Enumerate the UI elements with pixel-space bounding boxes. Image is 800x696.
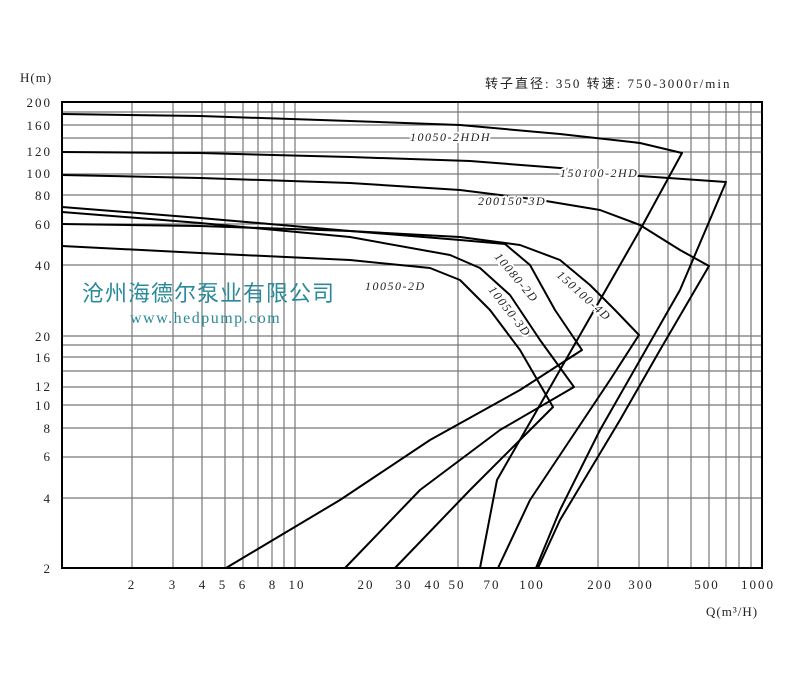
x-tick-label: 1000: [741, 577, 775, 592]
spec-text: 转子直径: 350 转速: 750-3000r/min: [485, 76, 731, 91]
curve-label: 150100-2HD: [560, 166, 638, 180]
x-tick-label: 4: [199, 577, 208, 592]
x-tick-label: 100: [519, 577, 545, 592]
watermark-url: www.hedpump.com: [130, 310, 281, 327]
x-tick-label: 40: [425, 577, 442, 592]
x-tick-label: 20: [358, 577, 375, 592]
x-tick-label: 30: [396, 577, 413, 592]
curve-10050-2d: [61, 245, 554, 569]
y-tick-label: 160: [27, 118, 53, 133]
x-tick-label: 5: [219, 577, 228, 592]
curve-label: 200150-3D: [478, 194, 546, 208]
x-tick-label: 300: [628, 577, 654, 592]
y-tick-label: 2: [44, 561, 53, 576]
y-tick-label: 80: [35, 188, 52, 203]
watermark-company: 沧州海德尔泵业有限公司: [82, 282, 335, 307]
pump-curves: [61, 113, 727, 569]
curve-150100-4d: [61, 223, 640, 569]
y-tick-label: 40: [35, 258, 52, 273]
x-axis-title: Q(m³/H): [706, 604, 758, 619]
curve-150100-2hd: [61, 151, 727, 569]
x-tick-label: 500: [694, 577, 720, 592]
y-axis-title: H(m): [20, 70, 52, 85]
curve-10050-3d: [61, 211, 575, 569]
x-tick-label: 70: [484, 577, 501, 592]
x-tick-label: 10: [289, 577, 306, 592]
y-tick-label: 4: [44, 491, 53, 506]
watermark: 沧州海德尔泵业有限公司 www.hedpump.com: [82, 282, 335, 327]
y-tick-label: 6: [44, 449, 53, 464]
curve-label: 10050-2HDH: [410, 130, 491, 144]
y-tick-label: 12: [35, 379, 52, 394]
y-tick-label: 100: [27, 166, 53, 181]
y-tick-label: 120: [27, 144, 53, 159]
horizontal-gridlines: [62, 111, 762, 499]
x-tick-label: 2: [128, 577, 137, 592]
plot-frame: [61, 101, 763, 569]
y-tick-label: 8: [44, 421, 53, 436]
x-tick-label: 6: [239, 577, 248, 592]
curve-10080-2d: [61, 206, 583, 569]
y-tick-label: 60: [35, 217, 52, 232]
curve-label: 150100-4D: [554, 268, 614, 324]
x-tick-label: 200: [587, 577, 613, 592]
curve-10050-2hdh: [61, 113, 683, 569]
curve-label: 10050-2D: [365, 279, 426, 293]
curve-200150-3d: [61, 174, 710, 569]
y-tick-label: 200: [27, 95, 53, 110]
y-tick-label: 20: [35, 329, 52, 344]
y-tick-label: 10: [35, 398, 52, 413]
y-tick-labels: 200 160 120 100 80 60 40 20 16 12 10 8 6 4 2: [27, 95, 53, 576]
x-tick-label: 8: [269, 577, 278, 592]
x-tick-label: 50: [449, 577, 466, 592]
x-tick-label: 3: [169, 577, 178, 592]
y-tick-label: 16: [35, 350, 52, 365]
